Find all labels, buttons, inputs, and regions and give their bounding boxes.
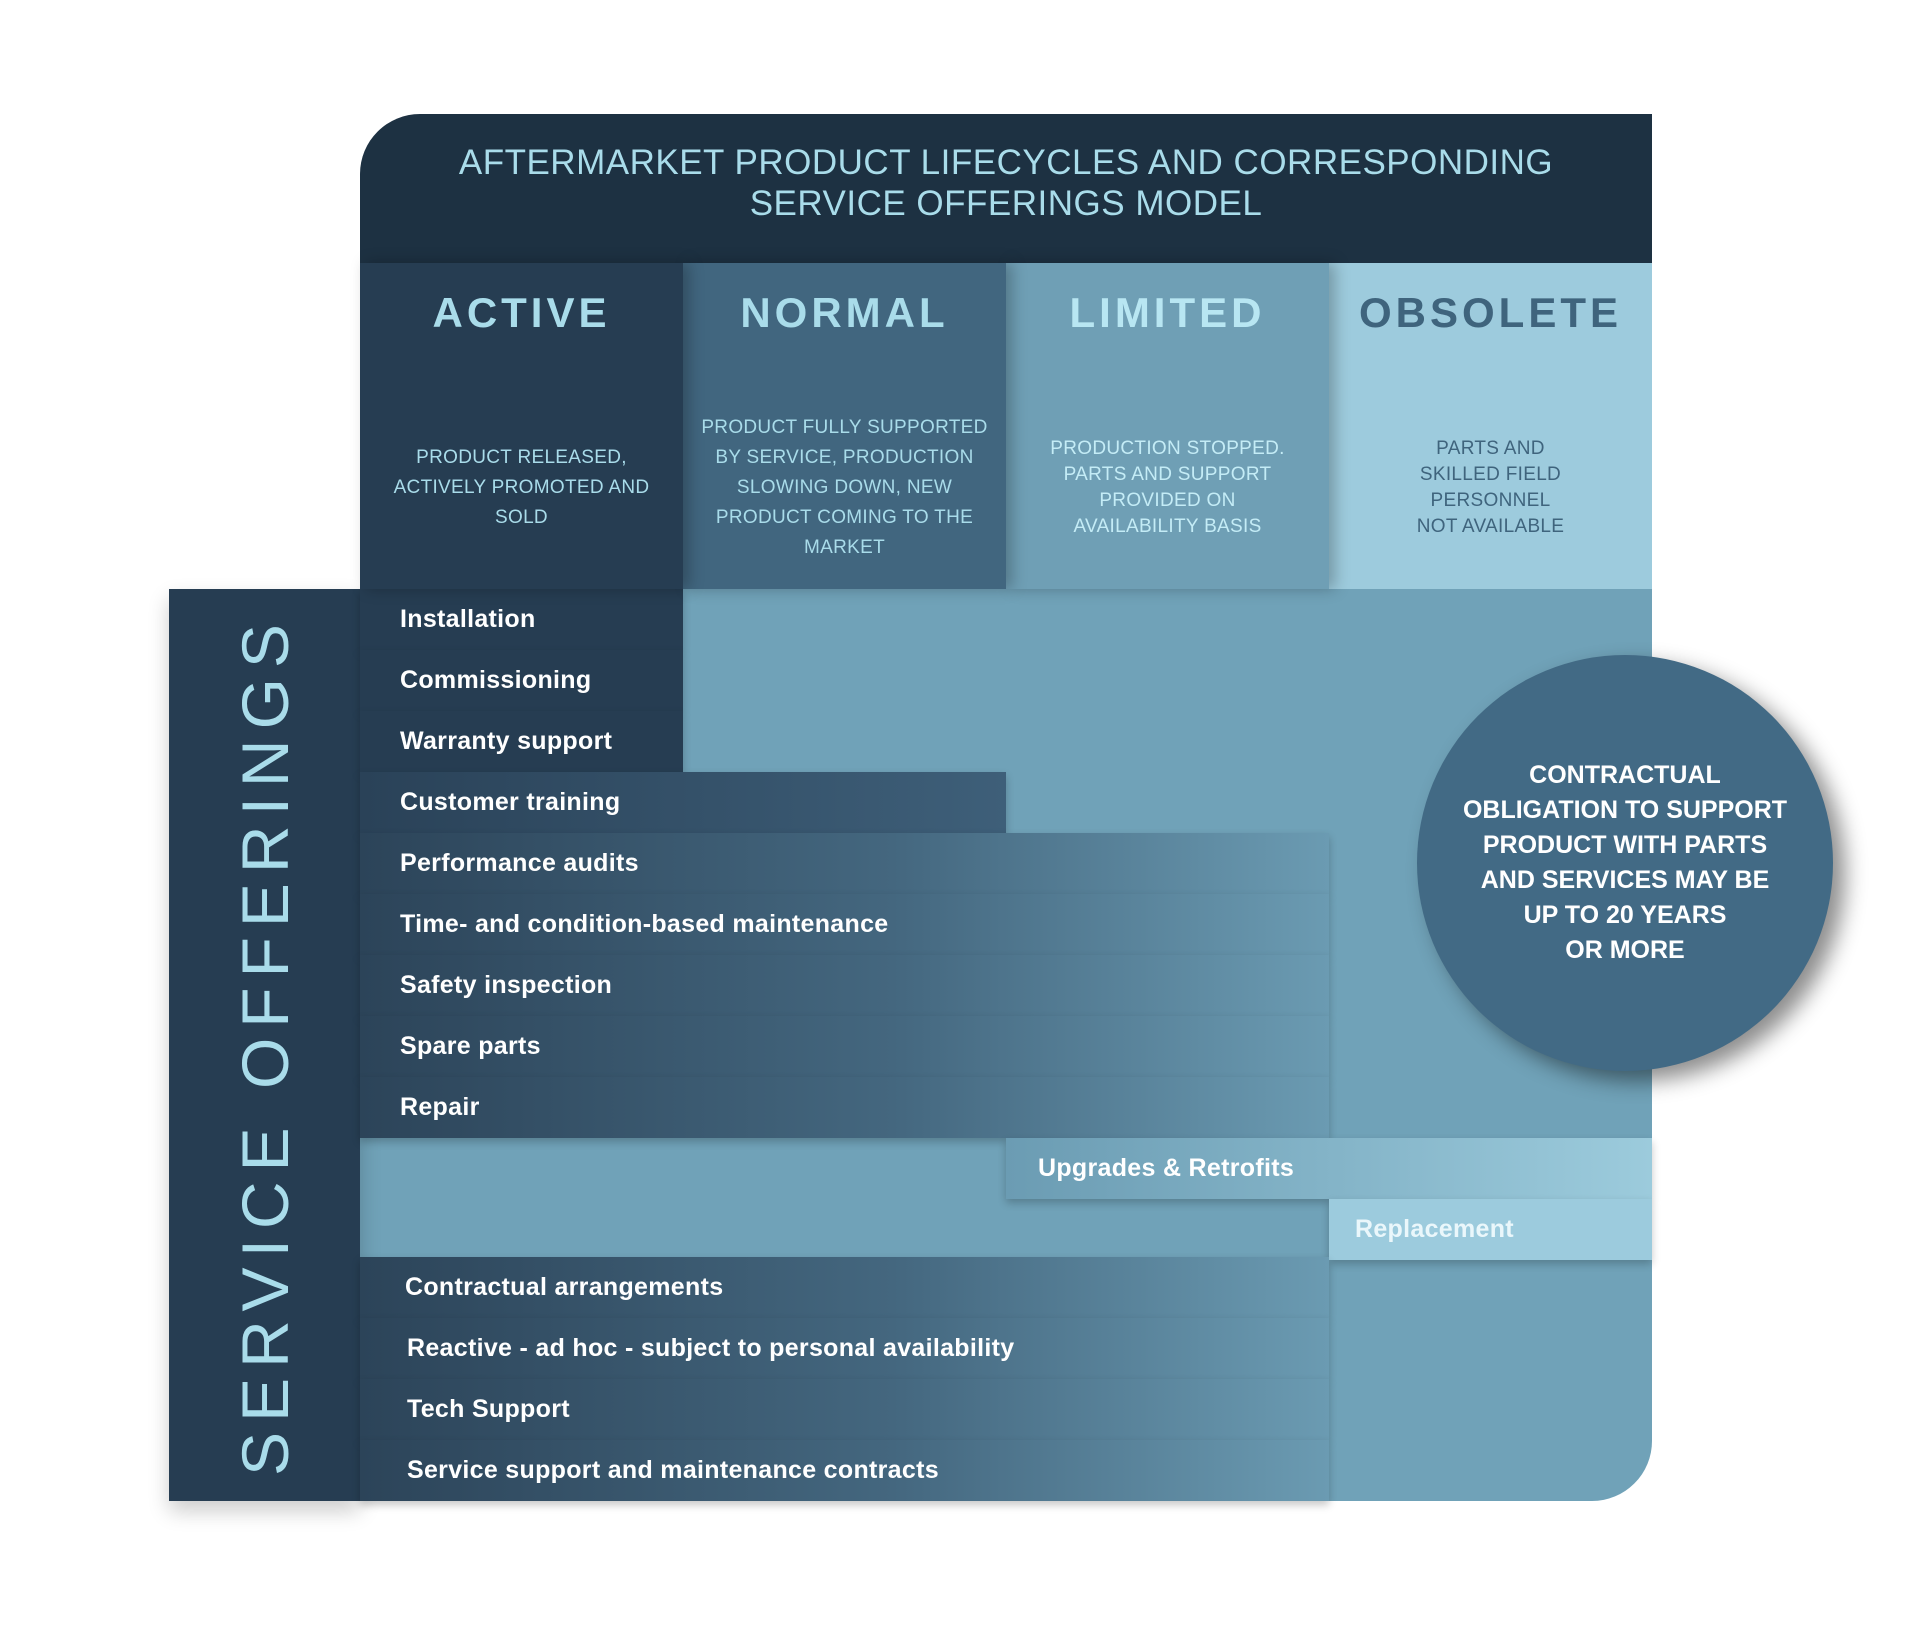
service-row: Reactive - ad hoc - subject to personal … [360,1318,1329,1379]
service-row: Upgrades & Retrofits [1006,1138,1652,1199]
phase-description: PRODUCT RELEASED, ACTIVELY PROMOTED AND … [393,447,650,528]
sidebar-label: SERVICE OFFERINGS [227,614,302,1476]
phase-description: PRODUCTION STOPPED. PARTS AND SUPPORT PR… [1050,438,1285,537]
service-row: Customer training [360,772,1006,833]
title-panel [360,114,1652,274]
phase-label: LIMITED [1069,289,1266,336]
service-row: Contractual arrangements [360,1257,1329,1318]
phase-label: OBSOLETE [1358,289,1623,336]
phase-normal: NORMAL PRODUCT FULLY SUPPORTED BY SERVIC… [683,263,1006,589]
callout-line: PRODUCT WITH PARTS [1482,831,1768,859]
service-row: Replacement [1329,1199,1652,1260]
title-line-1: AFTERMARKET PRODUCT LIFECYCLES AND CORRE… [458,143,1554,182]
phase-active: ACTIVE PRODUCT RELEASED, ACTIVELY PROMOT… [360,263,683,589]
service-row: Service support and maintenance contract… [360,1440,1329,1501]
service-row: Commissioning [360,650,683,711]
callout-line: OBLIGATION TO SUPPORT [1462,796,1788,824]
callout-line: UP TO 20 YEARS [1523,901,1727,929]
callout-line: CONTRACTUAL [1529,761,1721,789]
phase-description: PRODUCT FULLY SUPPORTED BY SERVICE, PROD… [701,417,988,558]
diagram-title: AFTERMARKET PRODUCT LIFECYCLES AND CORRE… [360,142,1652,224]
phase-obsolete: OBSOLETE PARTS AND SKILLED FIELD PERSONN… [1329,263,1652,589]
service-row: Performance audits [360,833,1329,894]
phase-description: PARTS AND SKILLED FIELD PERSONNEL NOT AV… [1416,438,1565,537]
service-row: Safety inspection [360,955,1329,1016]
phase-label: NORMAL [740,289,949,336]
service-offerings-sidebar: SERVICE OFFERINGS [169,589,360,1501]
callout-line: OR MORE [1565,936,1685,964]
callout-line: AND SERVICES MAY BE [1480,866,1770,894]
phase-limited: LIMITED PRODUCTION STOPPED. PARTS AND SU… [1006,263,1329,589]
phase-label: ACTIVE [432,289,611,336]
service-row: Spare parts [360,1016,1329,1077]
service-row: Tech Support [360,1379,1329,1440]
service-row: Warranty support [360,711,683,772]
service-row: Time- and condition-based maintenance [360,894,1329,955]
service-row: Repair [360,1077,1329,1138]
title-line-2: SERVICE OFFERINGS MODEL [749,184,1263,223]
contractual-obligation-callout: CONTRACTUAL OBLIGATION TO SUPPORT PRODUC… [1417,655,1833,1071]
service-row: Installation [360,589,683,650]
